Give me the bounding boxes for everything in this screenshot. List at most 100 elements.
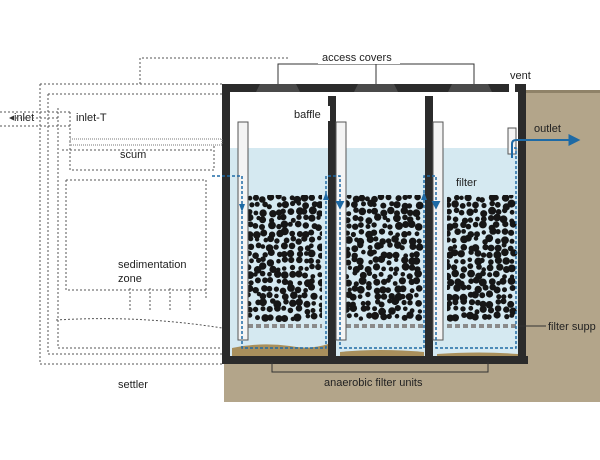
gravel-stone xyxy=(474,250,482,257)
gravel-stone xyxy=(415,285,423,292)
gravel-stone xyxy=(346,301,352,308)
gravel-stone xyxy=(495,238,501,245)
gravel-stone xyxy=(248,280,254,286)
gravel-stone xyxy=(399,245,405,251)
gravel-stone xyxy=(288,242,296,250)
label-zone: zone xyxy=(118,273,142,285)
gravel-stone xyxy=(471,313,479,321)
gravel-stone xyxy=(308,195,315,201)
filter-media-2 xyxy=(346,195,424,321)
gravel-stone xyxy=(309,263,315,270)
gravel-stone xyxy=(466,208,474,216)
gravel-stone xyxy=(399,285,407,293)
gravel-stone xyxy=(269,210,277,218)
gravel-stone xyxy=(358,222,364,228)
gravel-stone xyxy=(395,195,402,202)
gravel-stone xyxy=(495,209,502,215)
gravel-stone xyxy=(281,196,287,202)
gravel-stone xyxy=(451,237,457,244)
gravel-stone xyxy=(248,209,253,215)
outlet-flow-arrow xyxy=(511,134,581,158)
gravel-stone xyxy=(459,195,464,200)
gravel-stone xyxy=(503,306,510,313)
gravel-stone xyxy=(353,312,359,318)
gravel-stone xyxy=(319,231,322,237)
gravel-stone xyxy=(408,264,416,271)
gravel-stone xyxy=(496,263,504,271)
gravel-stone xyxy=(248,301,252,307)
gravel-stone xyxy=(408,237,417,246)
gravel-stone xyxy=(480,210,488,218)
gravel-stone xyxy=(492,270,500,278)
gravel-stone xyxy=(260,229,268,237)
gravel-stone xyxy=(318,252,322,259)
gravel-stone xyxy=(347,265,353,270)
gravel-stone xyxy=(252,223,259,229)
gravel-stone xyxy=(413,251,420,258)
gravel-stone xyxy=(509,220,517,228)
gravel-stone xyxy=(263,237,269,243)
gravel-stone xyxy=(447,215,452,221)
gravel-stone xyxy=(502,221,509,228)
gravel-stone xyxy=(500,298,507,305)
gravel-stone xyxy=(252,306,259,313)
gravel-stone xyxy=(388,266,394,272)
gravel-stone xyxy=(482,313,488,320)
gravel-stone xyxy=(365,217,373,225)
gravel-stone xyxy=(504,314,510,320)
gravel-stone xyxy=(464,234,472,242)
gravel-stone xyxy=(475,299,481,306)
gravel-stone xyxy=(252,195,260,201)
gravel-stone xyxy=(377,255,386,263)
gravel-stone xyxy=(487,244,495,252)
gravel-stone xyxy=(407,300,413,306)
gravel-stone xyxy=(502,287,507,293)
gravel-stone xyxy=(281,266,287,271)
gravel-stone xyxy=(451,294,460,302)
settling-arrows xyxy=(129,288,191,310)
gravel-stone xyxy=(494,256,502,264)
gravel-stone xyxy=(300,208,308,215)
gravel-stone xyxy=(468,299,476,306)
flow-arrows xyxy=(212,147,517,349)
gravel-stone xyxy=(485,234,494,243)
gravel-stone xyxy=(453,305,459,311)
gravel-stone xyxy=(308,283,315,291)
gravel-stone xyxy=(417,309,423,314)
gravel-stone xyxy=(311,301,317,306)
gravel-stone xyxy=(412,277,421,285)
gravel-stone xyxy=(287,284,295,292)
gravel-stone xyxy=(276,202,283,208)
gravel-stone xyxy=(393,271,398,276)
gravel-stone xyxy=(346,236,353,244)
gravel-stone xyxy=(452,299,459,306)
gravel-stone xyxy=(289,299,297,307)
gravel-stone xyxy=(394,257,399,262)
gravel-stone xyxy=(315,224,322,232)
gravel-stone xyxy=(393,214,401,223)
gravel-stone xyxy=(389,201,395,207)
gravel-stone xyxy=(294,220,302,228)
gravel-stone xyxy=(311,201,318,208)
label-access-covers: access covers xyxy=(322,52,392,64)
gravel-stone xyxy=(452,244,458,249)
gravel-stone xyxy=(266,285,273,292)
gravel-stone xyxy=(346,195,352,199)
gravel-stone xyxy=(290,235,297,242)
gravel-stone xyxy=(296,214,302,220)
gravel-stone xyxy=(479,257,485,263)
gravel-stone xyxy=(385,252,393,259)
gravel-stone xyxy=(260,306,266,312)
gravel-stone xyxy=(479,305,487,313)
gravel-stone xyxy=(346,223,352,229)
gravel-stone xyxy=(253,210,259,216)
settler-outline xyxy=(0,57,288,365)
gravel-stone xyxy=(378,301,385,308)
gravel-stone xyxy=(255,315,260,321)
gravel-stone xyxy=(346,217,351,224)
gravel-stone xyxy=(274,270,282,278)
gravel-stone xyxy=(293,313,302,322)
gravel-stone xyxy=(451,269,460,278)
gravel-stone xyxy=(275,195,282,200)
gravel-stone xyxy=(353,207,359,213)
